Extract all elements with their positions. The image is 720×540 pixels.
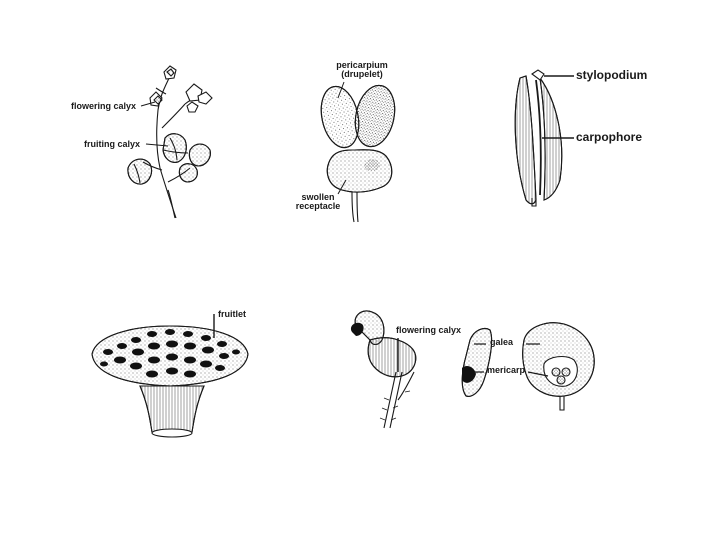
label-mericarp: mericarp [487, 365, 526, 375]
label-flowering-calyx-2: flowering calyx [396, 325, 462, 335]
label-pericarpium-line2: (drupelet) [341, 69, 383, 80]
label-receptacle-line1: swollen [301, 192, 335, 202]
calyx-sprig-illustration [127, 65, 213, 219]
label-receptacle-line2: receptacle [295, 201, 341, 212]
label-swollen-receptacle: swollen receptacle [288, 192, 348, 212]
schizocarp-illustration [514, 69, 574, 207]
label-pericarpium: pericarpium (drupelet) [330, 60, 394, 80]
drupelet-illustration [320, 81, 396, 223]
label-fruitlet: fruitlet [218, 309, 246, 319]
label-stylopodium: stylopodium [576, 68, 648, 82]
label-carpophore: carpophore [576, 130, 643, 144]
label-galea: galea [490, 337, 514, 347]
label-pericarpium-line1: pericarpium [336, 60, 388, 70]
label-flowering-calyx-1: flowering calyx [71, 101, 137, 111]
lotus-receptacle-illustration [91, 314, 249, 438]
mint-fruit-illustration [350, 310, 595, 429]
label-fruiting-calyx: fruiting calyx [84, 139, 141, 149]
